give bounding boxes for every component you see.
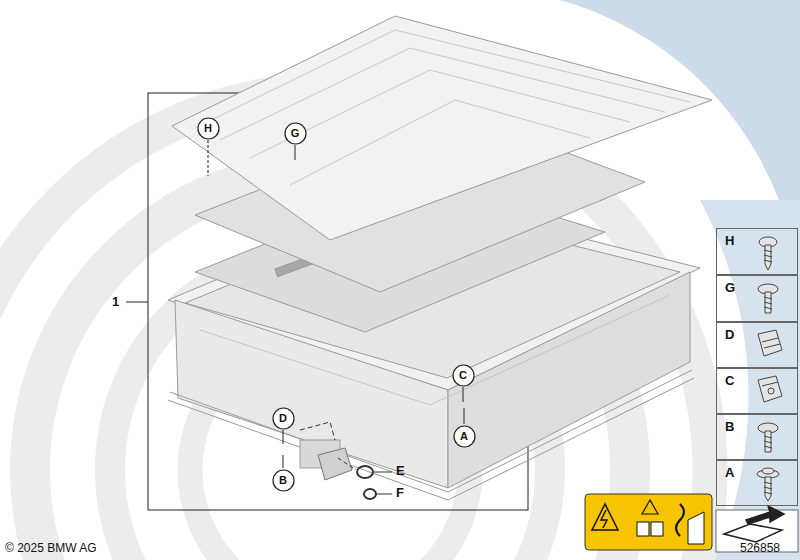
circle-shape <box>285 123 306 144</box>
legend-table-cell: G <box>716 275 798 322</box>
callout-circle: B <box>272 469 295 492</box>
callout-circle: A <box>453 425 476 448</box>
warning-sticker <box>585 494 712 550</box>
legend-table-cell: B <box>716 414 798 460</box>
circle-shape <box>198 118 219 139</box>
coolant-connector <box>300 422 392 499</box>
legend-table-cell: A <box>716 460 798 506</box>
circle-shape <box>273 408 294 429</box>
callout-circle: G <box>284 122 307 145</box>
orientation-arrow <box>724 506 784 542</box>
battery-lid <box>172 16 712 240</box>
callout-letter: C <box>459 369 467 381</box>
part-letter: C <box>725 373 797 388</box>
diagram-number: 526858 <box>740 541 780 555</box>
part-letter: A <box>725 465 797 480</box>
callout-number: 1 <box>112 294 119 309</box>
leader-line <box>126 302 148 303</box>
legend-table-cell: C <box>716 368 798 414</box>
circle-shape <box>453 365 474 386</box>
callout-circle: D <box>272 407 295 430</box>
part-letter: B <box>725 419 797 434</box>
leader-lines <box>208 140 464 468</box>
callout-letter: A <box>460 430 468 442</box>
fastener-icons <box>757 237 782 501</box>
callout-letter: G <box>291 127 300 139</box>
part-letter: D <box>725 327 797 342</box>
part-letter: E <box>396 463 405 478</box>
part-letter: G <box>725 280 797 295</box>
callout-letter: D <box>279 412 287 424</box>
legend-table-cell: D <box>716 322 798 368</box>
circle-shape <box>273 470 294 491</box>
part-letter: F <box>396 485 404 500</box>
callout-circle: H <box>197 117 220 140</box>
copyright-note: © 2025 BMW AG <box>5 541 97 555</box>
legend-table-cell: H <box>716 228 798 275</box>
part-letter: H <box>725 233 797 248</box>
callout-letter: B <box>279 474 287 486</box>
callout-letter: H <box>204 122 212 134</box>
callout-circle: C <box>452 364 475 387</box>
circle-shape <box>454 426 475 447</box>
